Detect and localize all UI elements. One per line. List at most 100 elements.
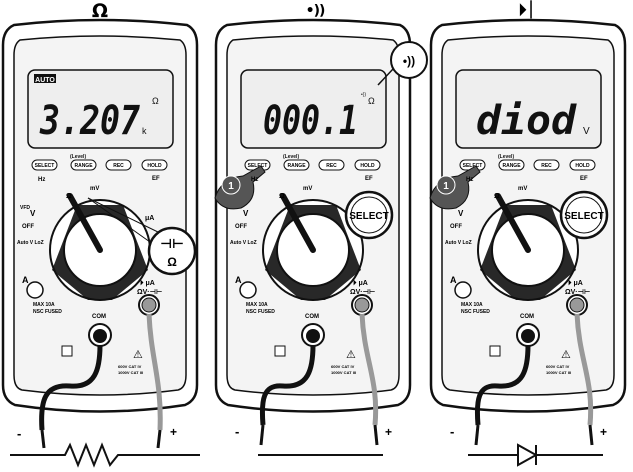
rec-button-label: REC	[113, 163, 124, 169]
dial-v: V	[243, 209, 249, 218]
dial-v: V	[458, 209, 464, 218]
jack-right-label: ⏵ μA	[568, 279, 583, 287]
rec-button-label: REC	[326, 163, 337, 169]
step-number: 1	[443, 181, 449, 192]
lcd-screen	[27, 69, 174, 149]
jack-right-label-2: ΩV·⊣⊢	[137, 289, 162, 296]
dial-mv: mV	[90, 186, 99, 192]
hold-button-label: HOLD	[575, 163, 590, 169]
dial-hz: Hz	[466, 177, 473, 183]
cat-label-2: 1000V CAT III	[331, 370, 356, 375]
dial-amp: A	[450, 275, 457, 285]
pointing-hand: 1	[214, 165, 266, 210]
lcd-subunit: •))	[361, 92, 366, 98]
header-resistance: Ω	[91, 0, 109, 22]
plus-label: +	[600, 425, 607, 439]
red-plug	[141, 297, 157, 313]
select-callout-text: SELECT	[564, 211, 603, 222]
resistor-symbol	[10, 442, 200, 468]
black-probe	[40, 429, 46, 449]
button-row: SELECT RANGE REC HOLD	[244, 159, 381, 171]
red-plug	[354, 297, 370, 313]
red-plug	[569, 297, 585, 313]
level-label: (Level)	[498, 154, 514, 160]
lcd-reading: diod	[476, 98, 577, 144]
black-plug	[306, 329, 320, 343]
callout-text: •))	[403, 54, 415, 68]
level-label: (Level)	[283, 154, 299, 160]
max-label: MAX 10A	[461, 302, 483, 308]
select-button-label: SELECT	[248, 163, 268, 169]
button-row: SELECT RANGE REC HOLD	[31, 159, 168, 171]
hold-button[interactable]	[141, 159, 168, 171]
cat-label-2: 1000V CAT III	[118, 370, 143, 375]
black-probe	[259, 424, 265, 446]
cat-label-1: 600V CAT IV	[546, 364, 570, 369]
rec-button[interactable]	[318, 159, 345, 171]
magnifier-callout: ⊣⊢ Ω	[87, 197, 197, 276]
rotary-dial[interactable]	[262, 193, 364, 301]
lcd-screen	[455, 69, 602, 149]
lcd-unit: Ω	[152, 96, 159, 106]
dial-hz: Hz	[251, 177, 258, 183]
hold-button[interactable]	[354, 159, 381, 171]
pointing-hand: 1	[429, 165, 481, 210]
range-button[interactable]	[498, 159, 525, 171]
hold-button[interactable]	[569, 159, 596, 171]
dial-hz: Hz	[38, 177, 45, 183]
fused-label: NSC FUSED	[246, 309, 275, 315]
warning-icon: ⚠	[561, 349, 571, 361]
range-button[interactable]	[70, 159, 97, 171]
header-diode: ⏵⏐	[518, 2, 536, 19]
red-probe	[373, 424, 379, 446]
select-button-label: SELECT	[35, 163, 55, 169]
dial-ohm: Ω	[66, 193, 72, 200]
button-row: SELECT RANGE REC HOLD	[459, 159, 596, 171]
max-label: MAX 10A	[246, 302, 268, 308]
callout-bubble: •))	[377, 41, 428, 86]
dial-amp: A	[22, 275, 29, 285]
rotary-dial[interactable]	[49, 193, 151, 301]
dial-off: OFF	[22, 224, 34, 230]
jack-right-label-2: ΩV·⊣⊢	[350, 289, 375, 296]
meter-3: diod V (Level) SELECT RANGE REC HOLD 1	[429, 18, 627, 467]
dial-ua: μA	[145, 215, 154, 222]
cat-label-1: 600V CAT IV	[118, 364, 142, 369]
select-callout: SELECT	[344, 190, 394, 240]
dial-off: OFF	[235, 224, 247, 230]
dial-mv: mV	[303, 186, 312, 192]
com-label: COM	[520, 314, 534, 320]
rec-button-label: REC	[541, 163, 552, 169]
range-button-label: RANGE	[502, 163, 521, 169]
range-button[interactable]	[283, 159, 310, 171]
a-jack[interactable]	[26, 281, 44, 299]
select-button[interactable]	[31, 159, 58, 171]
warning-icon: ⚠	[133, 349, 143, 361]
hold-button-label: HOLD	[360, 163, 375, 169]
plus-label: +	[385, 425, 392, 439]
header-continuity: •))	[305, 3, 326, 19]
rec-button[interactable]	[105, 159, 132, 171]
rotary-dial[interactable]	[477, 193, 579, 301]
safety-icon	[61, 345, 73, 357]
red-lead	[359, 313, 379, 426]
cat-label-1: 600V CAT IV	[331, 364, 355, 369]
a-jack[interactable]	[239, 281, 257, 299]
jack-right-label: ⏵ μA	[353, 279, 368, 287]
fused-label: NSC FUSED	[461, 309, 490, 315]
black-lead	[39, 344, 103, 431]
dial-off: OFF	[450, 224, 462, 230]
com-label: COM	[305, 314, 319, 320]
cat-label-2: 1000V CAT III	[546, 370, 571, 375]
safety-icon	[274, 345, 286, 357]
dial-ohm: Ω	[494, 193, 500, 200]
rec-button[interactable]	[533, 159, 560, 171]
range-button-label: RANGE	[74, 163, 93, 169]
a-jack[interactable]	[454, 281, 472, 299]
dial-ef: EF	[580, 176, 588, 182]
fused-label: NSC FUSED	[33, 309, 62, 315]
dial-amp: A	[235, 275, 242, 285]
lcd-reading: 000.1	[263, 98, 358, 144]
